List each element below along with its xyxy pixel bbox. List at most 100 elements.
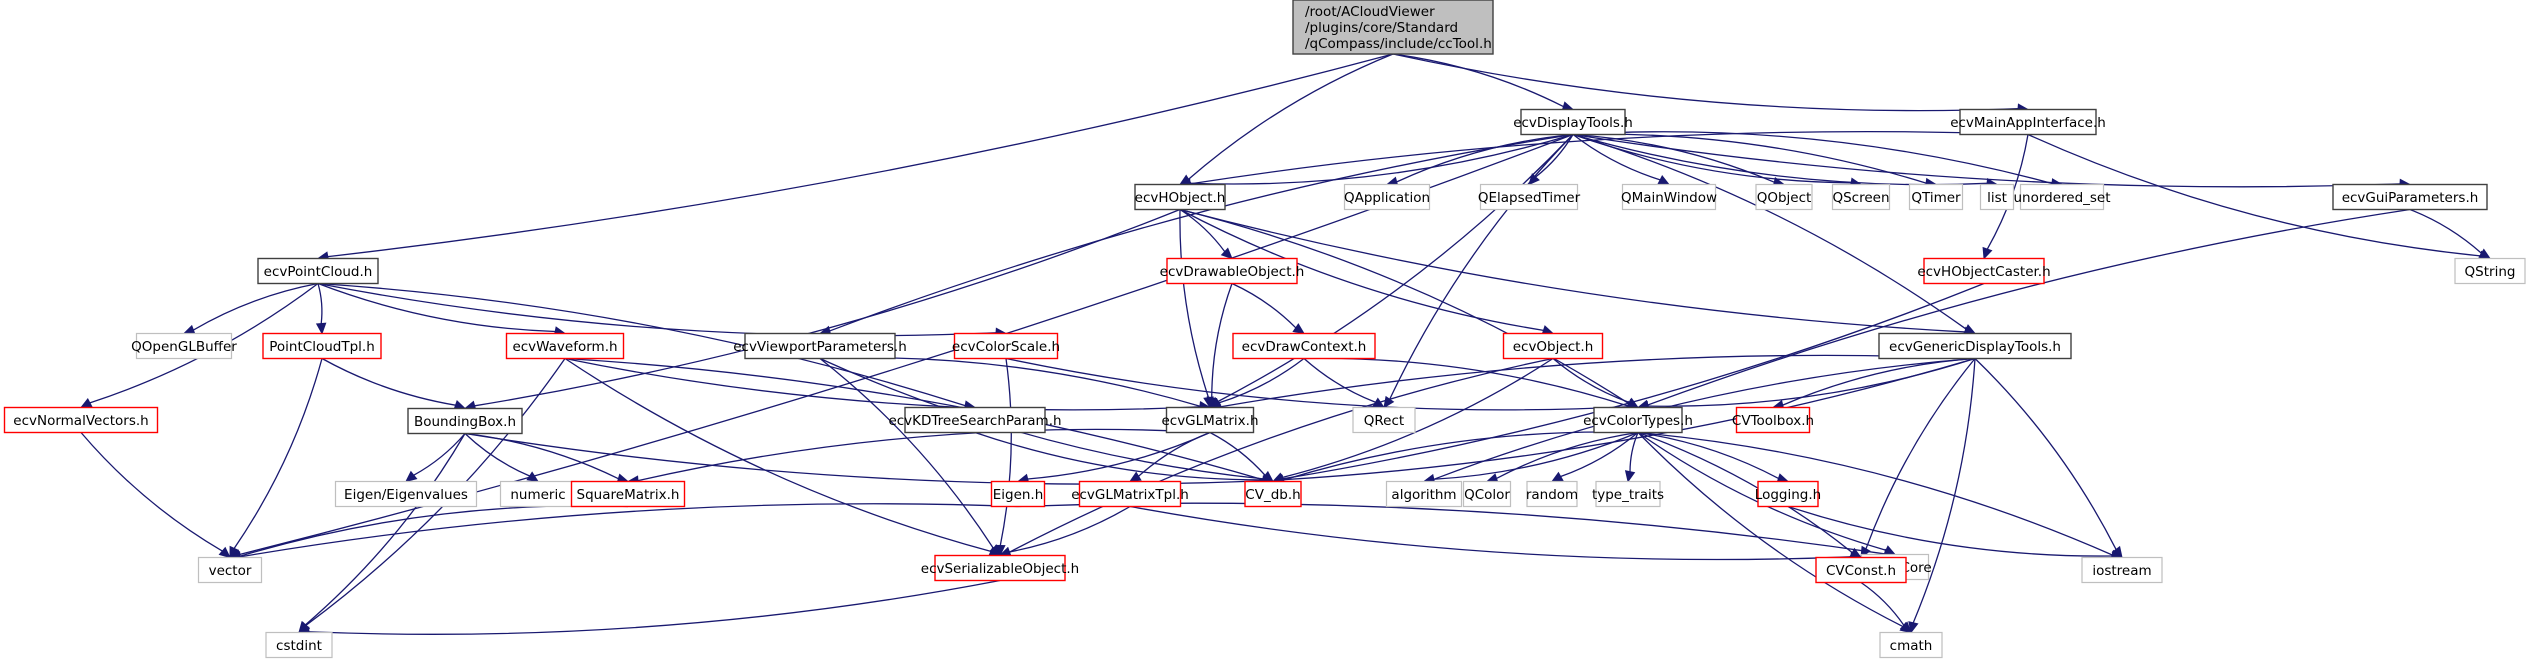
node-SquareMatrix[interactable]: SquareMatrix.h [570,480,686,508]
edge-ecvColorTypes-to-CV_db [1282,431,1639,481]
edge-ecvGenericDisplayTools-to-iostream [1974,358,2117,550]
node-ecvKDTreeSearchParam[interactable]: ecvKDTreeSearchParam.h [888,406,1062,434]
node-ecvColorScale[interactable]: ecvColorScale.h [952,332,1060,360]
node-box [505,332,625,360]
node-ecvGLMatrixTpl[interactable]: ecvGLMatrixTpl.h [1071,480,1189,508]
node-ecvGLMatrix[interactable]: ecvGLMatrix.h [1161,406,1259,434]
edge-ecvGLMatrixTpl-to-CVConst [1129,505,1852,561]
node-ecvDisplayTools[interactable]: ecvDisplayTools.h [1513,108,1633,136]
node-label: Eigen/Eigenvalues [344,487,468,503]
node-box [3,406,159,434]
node-ecvObject[interactable]: ecvObject.h [1502,332,1604,360]
node-ecvColorTypes[interactable]: ecvColorTypes.h [1583,406,1693,434]
node-CVToolbox[interactable]: CVToolbox.h [1732,406,1814,434]
node-box [1526,480,1578,508]
node-box [1878,332,2072,360]
arrowhead-icon [995,544,1006,557]
edge-ecvNormalVectors-to-vector [80,432,223,552]
node-box [2081,556,2163,584]
node-EigenH[interactable]: Eigen.h [990,480,1046,508]
node-label: type_traits [1592,487,1664,503]
node-label: ecvNormalVectors.h [13,413,148,429]
node-label: QColor [1464,487,1510,503]
node-cmath: cmath [1879,631,1943,659]
node-ecvGenericDisplayTools[interactable]: ecvGenericDisplayTools.h [1878,332,2072,360]
edge-ecvGenericDisplayTools-to-algorithm [1433,357,1976,480]
node-box [2332,183,2488,211]
edge-ecvObject-to-CV_db [1281,357,1554,479]
node-box [1520,108,1626,136]
node-ecvSerializableObject[interactable]: ecvSerializableObject.h [921,554,1079,582]
node-box [953,332,1059,360]
arrowhead-icon [1128,471,1142,483]
edge-ecvColorTypes-to-algorithm [1433,431,1639,480]
edge-ecvPointCloud-to-ecvWaveform [317,282,556,333]
node-box [1755,183,1813,211]
node-ecvHObjectCaster[interactable]: ecvHObjectCaster.h [1917,257,2051,285]
node-label: list [1987,190,2007,206]
edge-ecvColorScale-to-ecvColorTypes [1005,357,1629,411]
node-box [257,257,379,285]
node-root[interactable]: /root/ACloudViewer/plugins/core/Standard… [1292,0,1494,55]
node-PointCloudTpl[interactable]: PointCloudTpl.h [262,332,382,360]
node-QColor: QColor [1462,480,1512,508]
edge-ecvDisplayTools-to-QElapsedTimer [1535,134,1574,178]
edge-ecvPointCloud-to-ecvKDTreeSearchParam [317,282,966,407]
node-label: PointCloudTpl.h [269,339,375,355]
edge-root-to-ecvMainAppInterface [1392,53,2019,112]
edge-ecvColorScale-to-ecvSerializableObject [999,358,1012,546]
edge-ecvColorTypes-to-EigenCore [1637,431,1887,551]
node-box [1831,183,1891,211]
arrowhead-icon [315,322,327,335]
node-label: ecvGLMatrix.h [1161,413,1258,429]
edge-ecvGenericDisplayTools-to-ecvGLMatrix [1219,354,1976,408]
node-label: QOpenGLBuffer [131,339,237,355]
node-list: list [1979,183,2015,211]
edge-ecvWaveform-to-ecvGLMatrix [564,357,1201,411]
node-Logging[interactable]: Logging.h [1755,480,1821,508]
node-ecvNormalVectors[interactable]: ecvNormalVectors.h [3,406,159,434]
node-EigenEigenvalues: Eigen/Eigenvalues [334,480,478,508]
node-BoundingBox[interactable]: BoundingBox.h [407,407,523,435]
node-label: /plugins/core/Standard [1305,20,1458,36]
node-ecvMainAppInterface[interactable]: ecvMainAppInterface.h [1950,108,2106,136]
node-CV_db[interactable]: CV_db.h [1244,480,1302,508]
node-ecvViewportParameters[interactable]: ecvViewportParameters.h [733,332,907,360]
arrowhead-icon [1550,471,1564,483]
edge-BoundingBox-to-numeric [464,433,530,477]
node-label: ecvColorScale.h [952,339,1060,355]
node-QTimer: QTimer [1908,183,1964,211]
node-box [744,332,896,360]
node-box [1959,108,2097,136]
node-ecvPointCloud[interactable]: ecvPointCloud.h [257,257,379,285]
node-label: cmath [1890,638,1933,654]
node-label: ecvSerializableObject.h [921,561,1079,577]
node-CVConst[interactable]: CVConst.h [1815,556,1907,584]
node-label: ecvHObject.h [1135,190,1226,206]
node-label: cstdint [276,638,322,654]
edge-ecvHObject-to-ecvObject [1179,208,1544,331]
node-ecvHObject[interactable]: ecvHObject.h [1134,183,1226,211]
node-label: Logging.h [1755,487,1821,503]
node-label: ecvObject.h [1513,339,1594,355]
edge-ecvDisplayTools-to-ecvGLMatrix [1217,134,1574,403]
edge-PointCloudTpl-to-vector [233,358,323,549]
node-ecvDrawableObject[interactable]: ecvDrawableObject.h [1160,257,1305,285]
node-box [1879,631,1943,659]
edge-PointCloudTpl-to-BoundingBox [321,357,456,406]
node-QApplication: QApplication [1343,183,1431,211]
arrowhead-icon [1292,323,1306,335]
node-ecvDrawContext[interactable]: ecvDrawContext.h [1232,332,1376,360]
edge-ecvGLMatrix-to-ecvGLMatrixTpl [1138,431,1211,477]
node-ecvWaveform[interactable]: ecvWaveform.h [505,332,625,360]
node-ecvGuiParameters[interactable]: ecvGuiParameters.h [2332,183,2488,211]
node-label: SquareMatrix.h [577,487,680,503]
edge-ecvDisplayTools-to-ecvViewportParameters [829,133,1574,332]
edge-ecvViewportParameters-to-ecvSerializableObject [819,357,994,549]
node-box [904,406,1046,434]
node-QString: QString [2454,257,2526,285]
node-label: QRect [1364,413,1404,429]
edge-ecvDrawContext-to-ecvColorTypes [1303,357,1629,407]
edge-ecvDrawableObject-to-ecvDrawContext [1231,282,1297,329]
